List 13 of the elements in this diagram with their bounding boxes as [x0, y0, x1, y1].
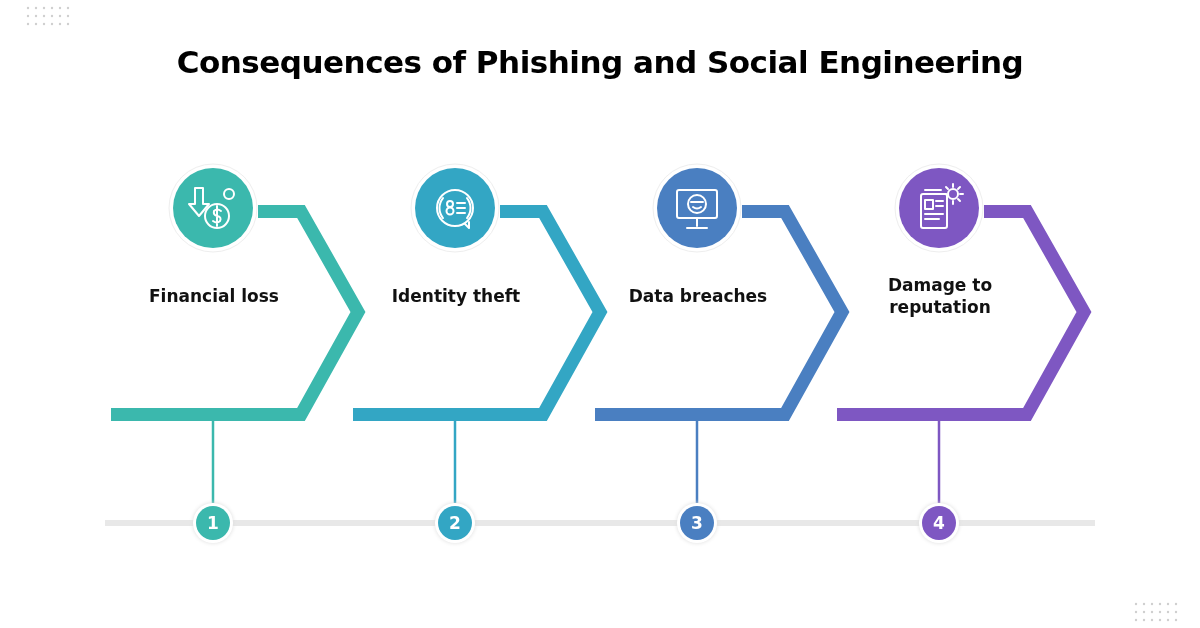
step-number: 1 [196, 506, 230, 540]
connector-line [695, 421, 699, 503]
connector-line [453, 421, 457, 503]
connector-line [937, 421, 941, 503]
step-title: Identity theft [390, 285, 522, 307]
title: Consequences of Phishing and Social Engineering [175, 44, 1025, 80]
connector-line [211, 421, 215, 503]
step-title: Data breaches [627, 285, 769, 307]
step-number: 4 [922, 506, 956, 540]
step-number: 3 [680, 506, 714, 540]
step-number: 2 [438, 506, 472, 540]
step-title: Damage to reputation [886, 274, 994, 318]
step-title: Financial loss [148, 285, 280, 307]
